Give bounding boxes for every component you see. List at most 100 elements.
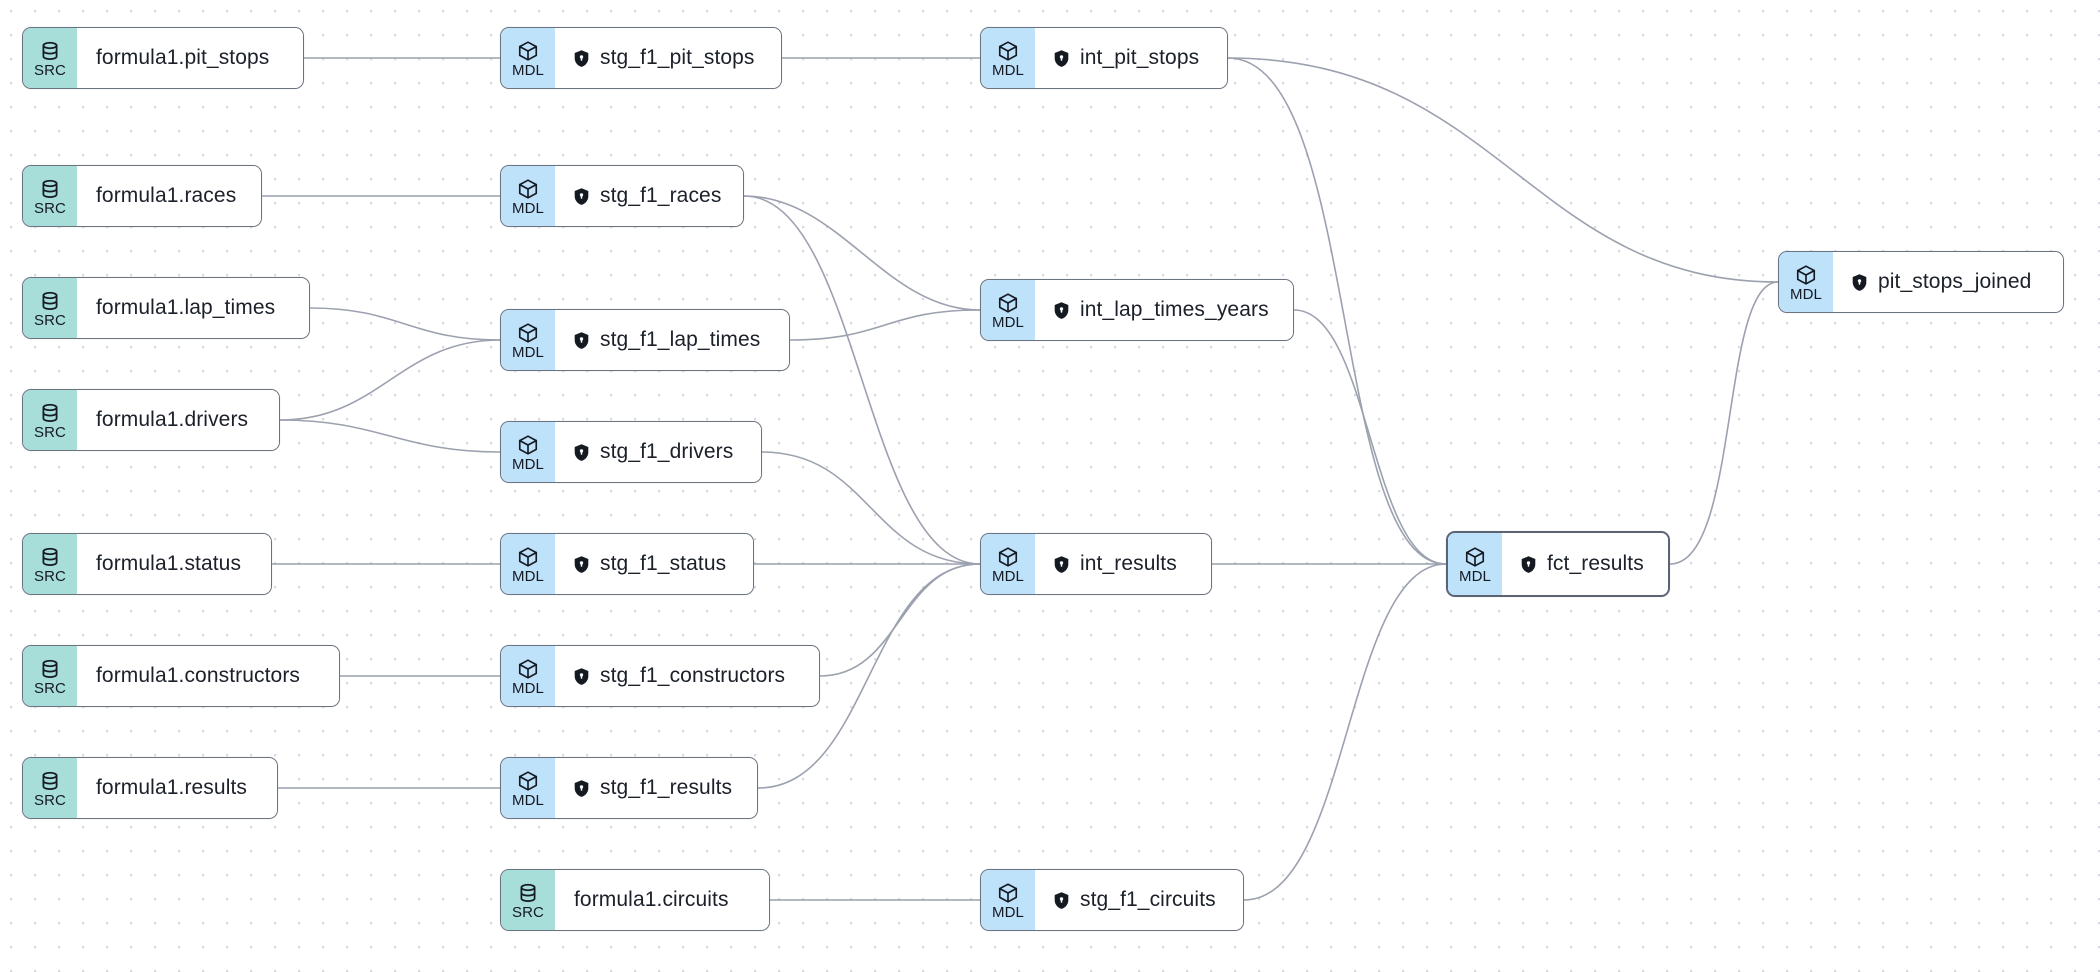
edge-stg_circuits-to-fct_results [1243, 563, 1447, 901]
database-icon [39, 770, 61, 792]
database-icon [39, 546, 61, 568]
model-type-badge: MDL [501, 646, 555, 706]
source-type-badge: SRC [501, 870, 555, 930]
cube-icon [997, 546, 1019, 568]
shield-lock-icon [1519, 555, 1538, 574]
model-type-badge: MDL [981, 280, 1035, 340]
model-type-badge: MDL [501, 166, 555, 226]
node-label: stg_f1_lap_times [600, 328, 761, 351]
node-body: stg_f1_results [555, 758, 757, 818]
cube-icon [517, 434, 539, 456]
cube-icon [1464, 546, 1486, 568]
node-label: formula1.results [96, 776, 247, 799]
node-type-label: SRC [34, 791, 66, 809]
database-icon [39, 40, 61, 62]
node-label: stg_f1_constructors [600, 664, 786, 687]
graph-node-fct_results[interactable]: MDL fct_results [1446, 531, 1670, 597]
node-body: formula1.pit_stops [77, 28, 303, 88]
node-label: stg_f1_drivers [600, 440, 734, 463]
edge-stg_races-to-int_results [743, 195, 981, 565]
node-label: stg_f1_pit_stops [600, 46, 755, 69]
graph-node-stg_results[interactable]: MDL stg_f1_results [500, 757, 758, 819]
shield-lock-icon [1052, 49, 1071, 68]
cube-icon [997, 882, 1019, 904]
shield-lock-icon [572, 667, 591, 686]
source-type-badge: SRC [23, 758, 77, 818]
node-type-label: MDL [992, 313, 1024, 331]
node-body: stg_f1_pit_stops [555, 28, 781, 88]
node-label: stg_f1_results [600, 776, 733, 799]
model-type-badge: MDL [981, 534, 1035, 594]
shield-lock-icon [1052, 891, 1071, 910]
graph-node-int_results[interactable]: MDL int_results [980, 533, 1212, 595]
node-type-label: SRC [34, 199, 66, 217]
node-label: formula1.pit_stops [96, 46, 270, 69]
model-type-badge: MDL [501, 28, 555, 88]
node-body: int_results [1035, 534, 1211, 594]
source-type-badge: SRC [23, 28, 77, 88]
node-label: int_results [1080, 552, 1177, 575]
node-label: formula1.constructors [96, 664, 301, 687]
node-body: stg_f1_status [555, 534, 753, 594]
node-type-label: MDL [992, 61, 1024, 79]
node-label: int_pit_stops [1080, 46, 1200, 69]
node-label: formula1.races [96, 184, 237, 207]
node-body: fct_results [1502, 533, 1668, 595]
node-body: formula1.constructors [77, 646, 339, 706]
database-icon [39, 658, 61, 680]
node-type-label: SRC [34, 311, 66, 329]
cube-icon [517, 770, 539, 792]
node-body: formula1.status [77, 534, 271, 594]
cube-icon [997, 292, 1019, 314]
source-type-badge: SRC [23, 390, 77, 450]
edge-stg_drivers-to-int_results [761, 451, 981, 565]
node-label: formula1.status [96, 552, 242, 575]
node-body: formula1.races [77, 166, 261, 226]
graph-node-src_results[interactable]: SRC formula1.results [22, 757, 278, 819]
graph-node-int_pit_stops[interactable]: MDL int_pit_stops [980, 27, 1228, 89]
edge-src_drivers-to-stg_drivers [279, 419, 501, 453]
graph-node-src_pit_stops[interactable]: SRC formula1.pit_stops [22, 27, 304, 89]
node-label: fct_results [1547, 552, 1644, 575]
node-body: formula1.circuits [555, 870, 769, 930]
database-icon [39, 178, 61, 200]
cube-icon [517, 322, 539, 344]
model-type-badge: MDL [1448, 533, 1502, 595]
model-type-badge: MDL [501, 758, 555, 818]
node-type-label: MDL [512, 791, 544, 809]
graph-node-int_lap_times_years[interactable]: MDL int_lap_times_years [980, 279, 1294, 341]
shield-lock-icon [1052, 301, 1071, 320]
node-body: formula1.lap_times [77, 278, 309, 338]
model-type-badge: MDL [501, 534, 555, 594]
node-label: formula1.circuits [574, 888, 729, 911]
node-type-label: MDL [512, 61, 544, 79]
graph-node-src_circuits[interactable]: SRC formula1.circuits [500, 869, 770, 931]
cube-icon [517, 178, 539, 200]
graph-node-src_races[interactable]: SRC formula1.races [22, 165, 262, 227]
node-label: stg_f1_status [600, 552, 727, 575]
node-type-label: MDL [512, 567, 544, 585]
node-body: int_lap_times_years [1035, 280, 1293, 340]
source-type-badge: SRC [23, 278, 77, 338]
graph-node-stg_pit_stops[interactable]: MDL stg_f1_pit_stops [500, 27, 782, 89]
database-icon [39, 402, 61, 424]
edge-src_drivers-to-stg_lap_times [279, 339, 501, 421]
graph-node-stg_constructors[interactable]: MDL stg_f1_constructors [500, 645, 820, 707]
graph-node-src_lap_times[interactable]: SRC formula1.lap_times [22, 277, 310, 339]
graph-node-stg_status[interactable]: MDL stg_f1_status [500, 533, 754, 595]
node-body: stg_f1_circuits [1035, 870, 1243, 930]
node-body: pit_stops_joined [1833, 252, 2063, 312]
node-body: stg_f1_drivers [555, 422, 761, 482]
shield-lock-icon [572, 779, 591, 798]
cube-icon [517, 658, 539, 680]
